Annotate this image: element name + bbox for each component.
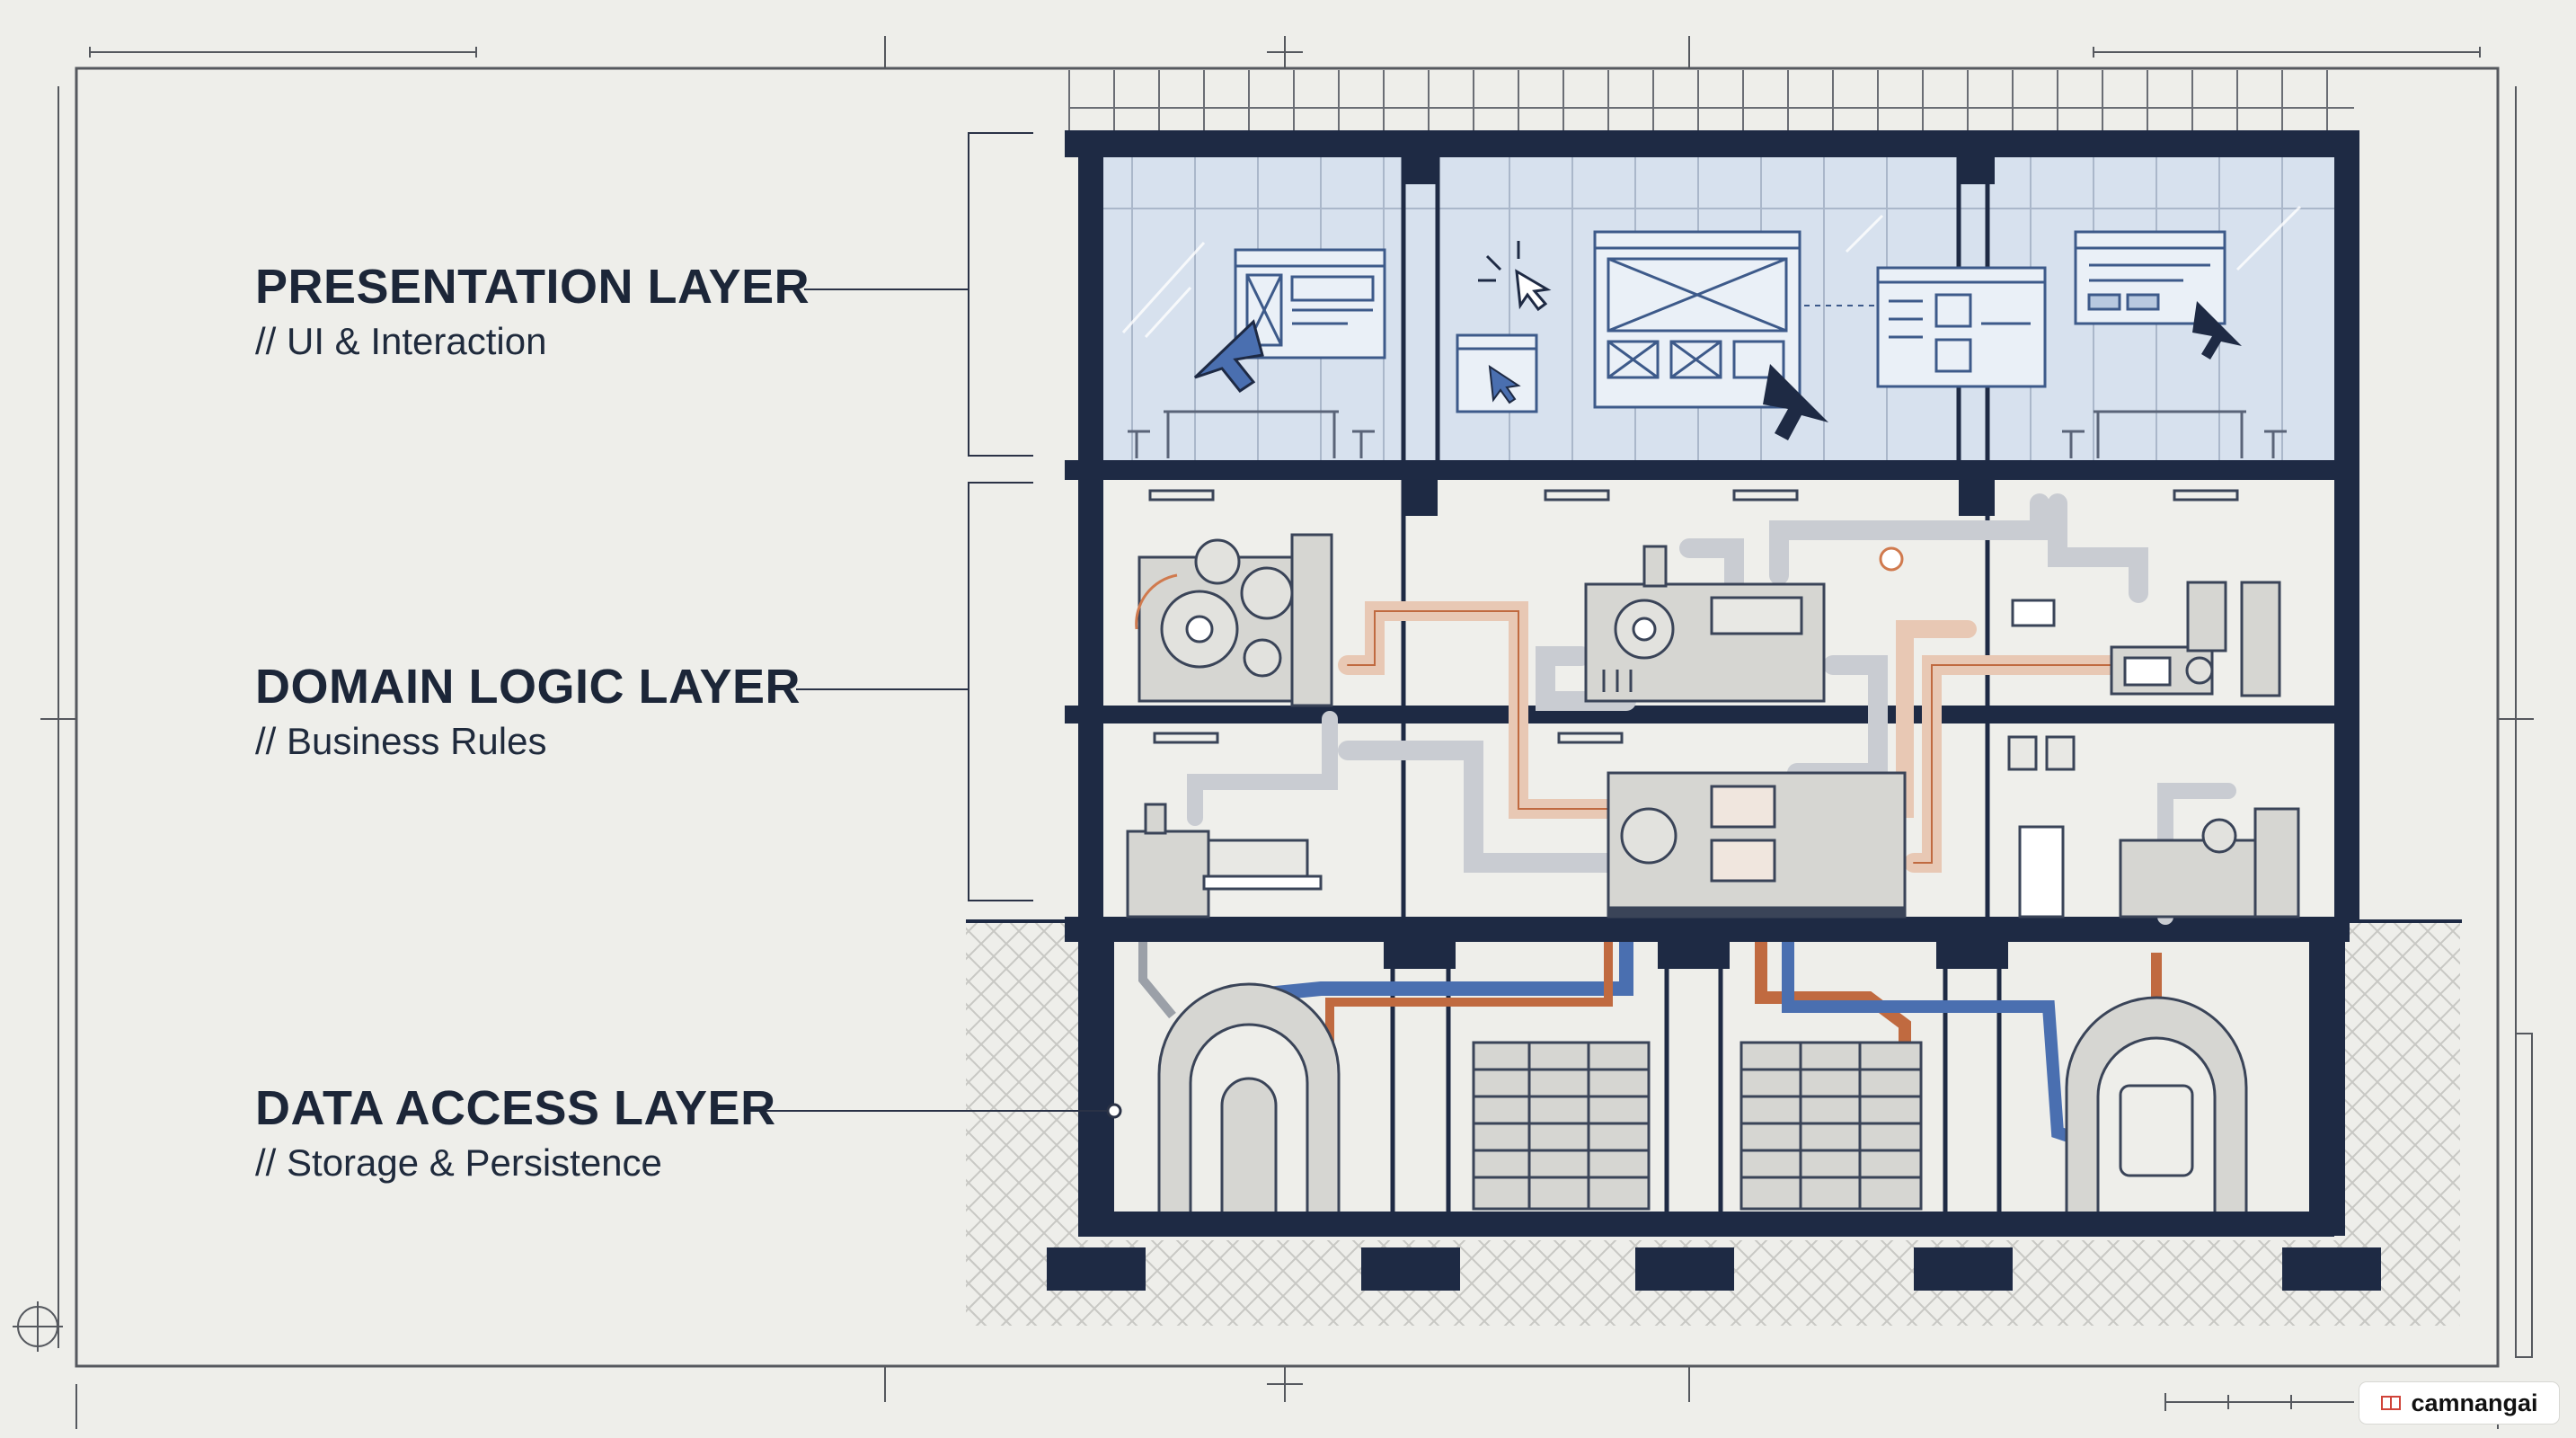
blueprint-frame [13,36,2534,1429]
server-rack [1472,1041,1923,1211]
layer-subtitle: // UI & Interaction [255,320,547,362]
cursor-icon [1763,364,1828,440]
gear-machine [1138,533,1333,707]
roof-railing [1068,70,2354,135]
cursor-icon [1488,365,1521,404]
watermark-badge: camnangai [2359,1382,2559,1424]
building-structure [1047,130,2381,1291]
presentation-layer-label: PRESENTATION LAYER // UI & Interaction [255,259,810,363]
ui-window-4 [1876,266,2047,388]
domain-logic-layer-label: DOMAIN LOGIC LAYER // Business Rules [255,659,801,763]
badge-text: camnangai [2411,1389,2538,1416]
layer-subtitle: // Storage & Persistence [255,1141,662,1184]
layer-title: PRESENTATION LAYER [255,260,810,314]
stack-icon [2381,1396,2402,1410]
vault-door-left [1157,982,1341,1212]
layer-title: DATA ACCESS LAYER [255,1081,776,1135]
leader-dot [1106,1103,1122,1119]
layer-title: DOMAIN LOGIC LAYER [255,660,801,714]
layer-brackets [766,132,1114,1112]
vault-door-right [2065,996,2248,1212]
data-access-layer-label: DATA ACCESS LAYER // Storage & Persisten… [255,1080,776,1185]
control-unit [1607,771,1907,919]
ui-window-2 [1456,333,1538,413]
valve-icon [1879,546,1904,572]
storage-machine [1126,735,2300,919]
pipe-network [1187,493,2236,925]
cursor-icon [2192,301,2242,360]
processing-machine [1584,545,1826,703]
ui-window-3 [1593,230,1801,409]
layer-subtitle: // Business Rules [255,720,547,762]
click-cursor-icon [1515,269,1552,312]
sensor-panel [2011,581,2281,697]
ui-window-1 [1234,248,1386,360]
cursor-icon [1193,319,1264,394]
cable-bundles [1242,942,2162,1168]
office-furniture [1128,410,2287,458]
